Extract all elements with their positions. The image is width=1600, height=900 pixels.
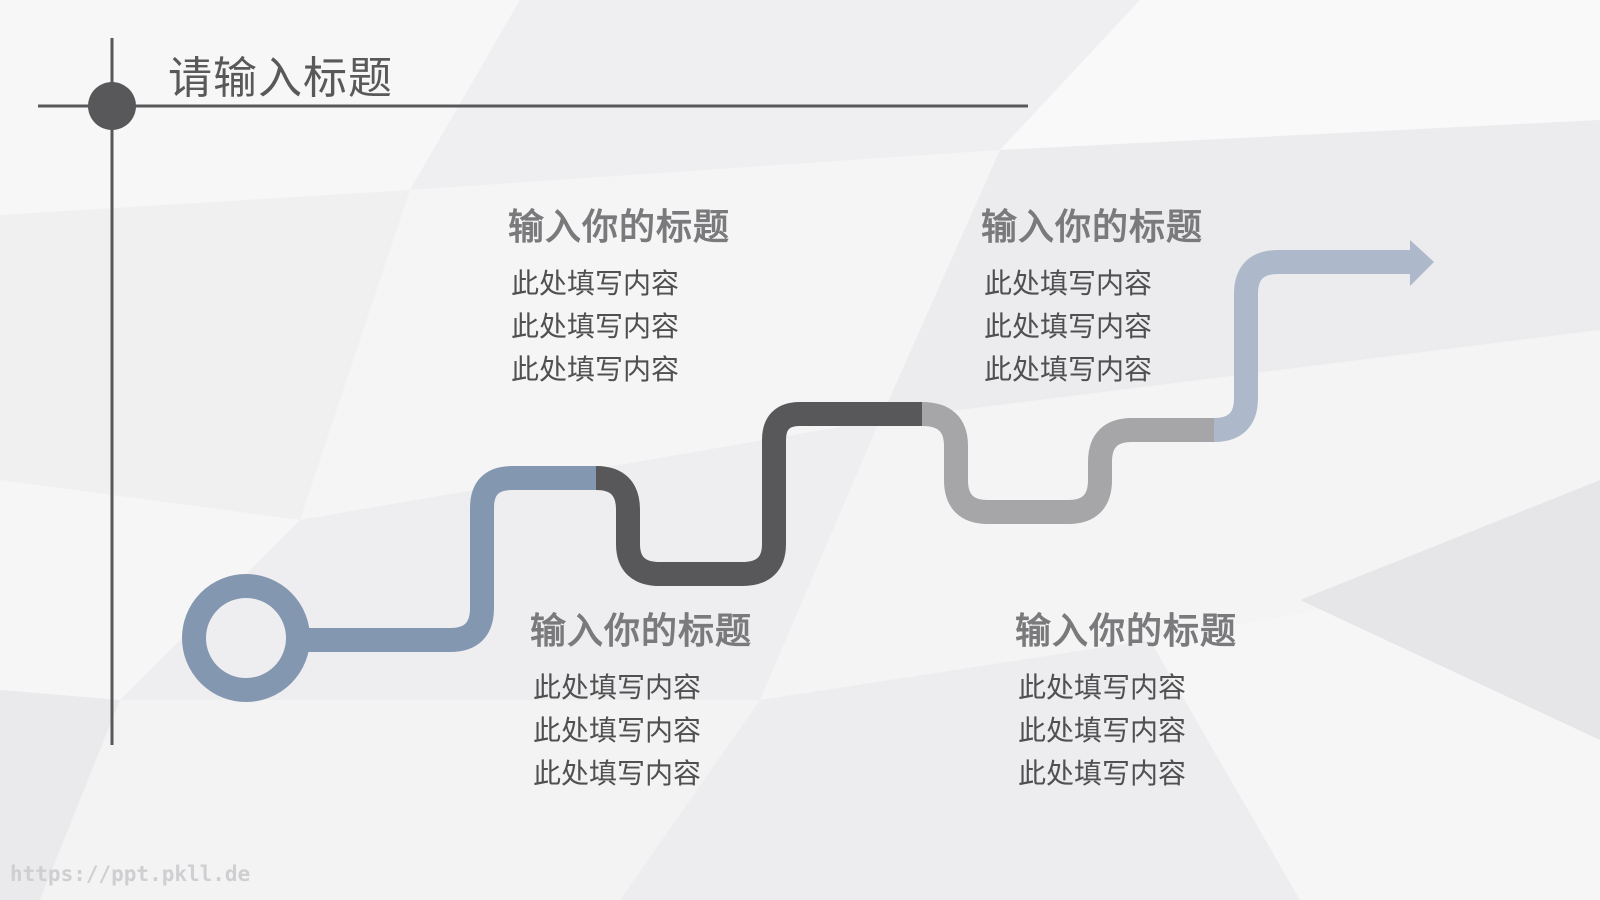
path-segment-dark bbox=[595, 402, 922, 586]
start-ring bbox=[182, 574, 310, 702]
arrow-head-icon bbox=[1410, 240, 1434, 286]
block-line: 此处填写内容 bbox=[1018, 671, 1187, 704]
block-line: 此处填写内容 bbox=[533, 714, 702, 747]
block-heading: 输入你的标题 bbox=[1015, 611, 1238, 652]
watermark-url: https://ppt.pkll.de bbox=[10, 862, 251, 886]
block-line: 此处填写内容 bbox=[533, 757, 702, 790]
block-line: 此处填写内容 bbox=[984, 310, 1153, 343]
block-line: 此处填写内容 bbox=[984, 267, 1153, 300]
content-block-1: 输入你的标题 此处填写内容 此处填写内容 此处填写内容 bbox=[508, 206, 730, 391]
block-heading: 输入你的标题 bbox=[530, 611, 753, 652]
block-line: 此处填写内容 bbox=[511, 310, 680, 343]
path-segment-light-blue bbox=[1213, 250, 1412, 442]
block-heading: 输入你的标题 bbox=[508, 207, 731, 248]
block-line: 此处填写内容 bbox=[1018, 757, 1187, 790]
block-heading: 输入你的标题 bbox=[981, 207, 1204, 248]
content-block-2: 输入你的标题 此处填写内容 此处填写内容 此处填写内容 bbox=[981, 206, 1203, 391]
block-line: 此处填写内容 bbox=[511, 353, 680, 386]
block-line: 此处填写内容 bbox=[533, 671, 702, 704]
block-line: 此处填写内容 bbox=[511, 267, 680, 300]
block-line: 此处填写内容 bbox=[984, 353, 1153, 386]
title-dot bbox=[88, 82, 136, 130]
content-block-4: 输入你的标题 此处填写内容 此处填写内容 此处填写内容 bbox=[1015, 610, 1237, 795]
content-block-3: 输入你的标题 此处填写内容 此处填写内容 此处填写内容 bbox=[530, 610, 752, 795]
block-line: 此处填写内容 bbox=[1018, 714, 1187, 747]
path-segment-blue bbox=[298, 466, 596, 652]
page-title: 请输入标题 bbox=[168, 53, 393, 104]
path-segment-gray bbox=[921, 402, 1214, 524]
